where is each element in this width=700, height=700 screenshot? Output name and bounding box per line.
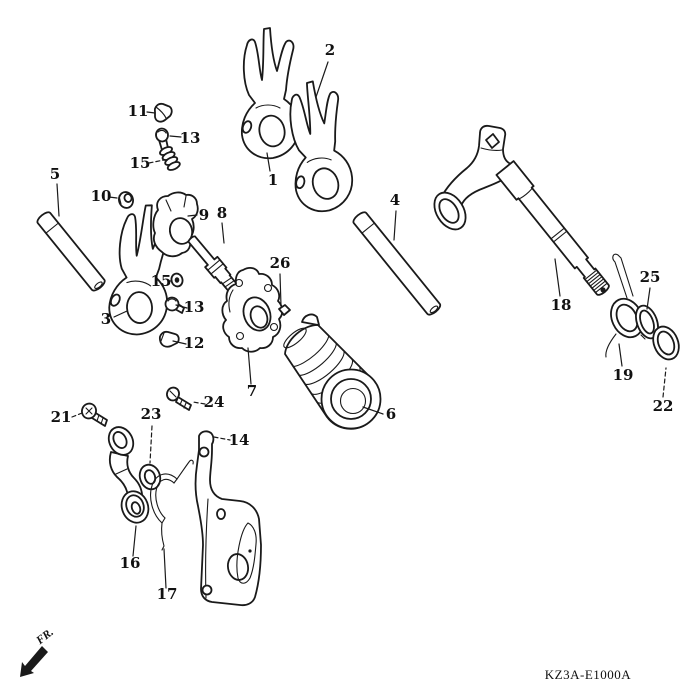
part-15-nut-lower: [170, 272, 184, 288]
part-10-flange-nut: [118, 191, 134, 209]
part-18-gearshift-spindle: [433, 124, 610, 296]
part-25-washer: [635, 304, 659, 340]
callout-11: 11: [128, 102, 149, 120]
part-24-bolt: [166, 386, 192, 411]
part-4-shift-rod: [352, 211, 442, 316]
part-11-pin: [153, 102, 173, 123]
part-17-torsion-spring: [150, 459, 194, 551]
callout-3: 3: [101, 310, 111, 328]
callout-22: 22: [653, 397, 674, 415]
callout-18: 18: [551, 296, 572, 314]
callout-13-upper: 13: [180, 129, 201, 147]
callout-8: 8: [217, 204, 227, 222]
callout-15-upper: 15: [130, 154, 151, 172]
part-14-bracket-plate: [194, 430, 262, 607]
part-19-return-spring: [605, 253, 644, 358]
callout-25: 25: [640, 268, 661, 286]
callout-24: 24: [204, 393, 225, 411]
part-1-shift-fork: [240, 27, 300, 160]
callout-5: 5: [50, 165, 60, 183]
callout-2: 2: [325, 41, 335, 59]
callout-6: 6: [386, 405, 396, 423]
callout-15-lower: 15: [151, 272, 172, 290]
front-marker-label: FR.: [33, 626, 56, 647]
part-9-cam-plate: [152, 191, 199, 258]
part-6-gearshift-drum: [283, 313, 382, 430]
part-13-bolt-lower: [164, 296, 185, 314]
callout-12: 12: [184, 334, 205, 352]
part-7-drum-cam: [221, 267, 284, 353]
callout-19: 19: [613, 366, 634, 384]
callout-9: 9: [199, 206, 209, 224]
part-16-gearshift-arm: [107, 426, 150, 524]
part-12-pin: [158, 330, 180, 348]
leader-lines: [56, 61, 667, 589]
callout-17: 17: [157, 585, 178, 603]
part-21-bolt: [81, 402, 108, 427]
part-2-shift-fork: [283, 77, 357, 215]
callout-21: 21: [51, 408, 72, 426]
part-26-pin: [278, 304, 291, 316]
callout-4: 4: [390, 191, 400, 209]
part-15-spring-upper: [159, 146, 181, 171]
callout-13-lower: 13: [184, 298, 205, 316]
callout-16: 16: [120, 554, 141, 572]
callout-1: 1: [268, 171, 278, 189]
callout-14: 14: [229, 431, 250, 449]
figure-code: KZ3A-E1000A: [545, 667, 631, 682]
front-direction-marker: FR.: [20, 626, 56, 677]
callout-10: 10: [91, 187, 112, 205]
callout-23: 23: [141, 405, 162, 423]
front-arrow-icon: [20, 646, 48, 677]
callout-26: 26: [270, 254, 291, 272]
part-number-callouts: 1 2 3 4 5 6 7 8 9 10 11 12 13 13 14 15 1…: [50, 41, 674, 603]
spline-hatching: [585, 270, 607, 293]
callout-7: 7: [247, 382, 257, 400]
part-5-fork-shaft: [36, 211, 106, 292]
part-22-oil-seal: [652, 325, 680, 361]
